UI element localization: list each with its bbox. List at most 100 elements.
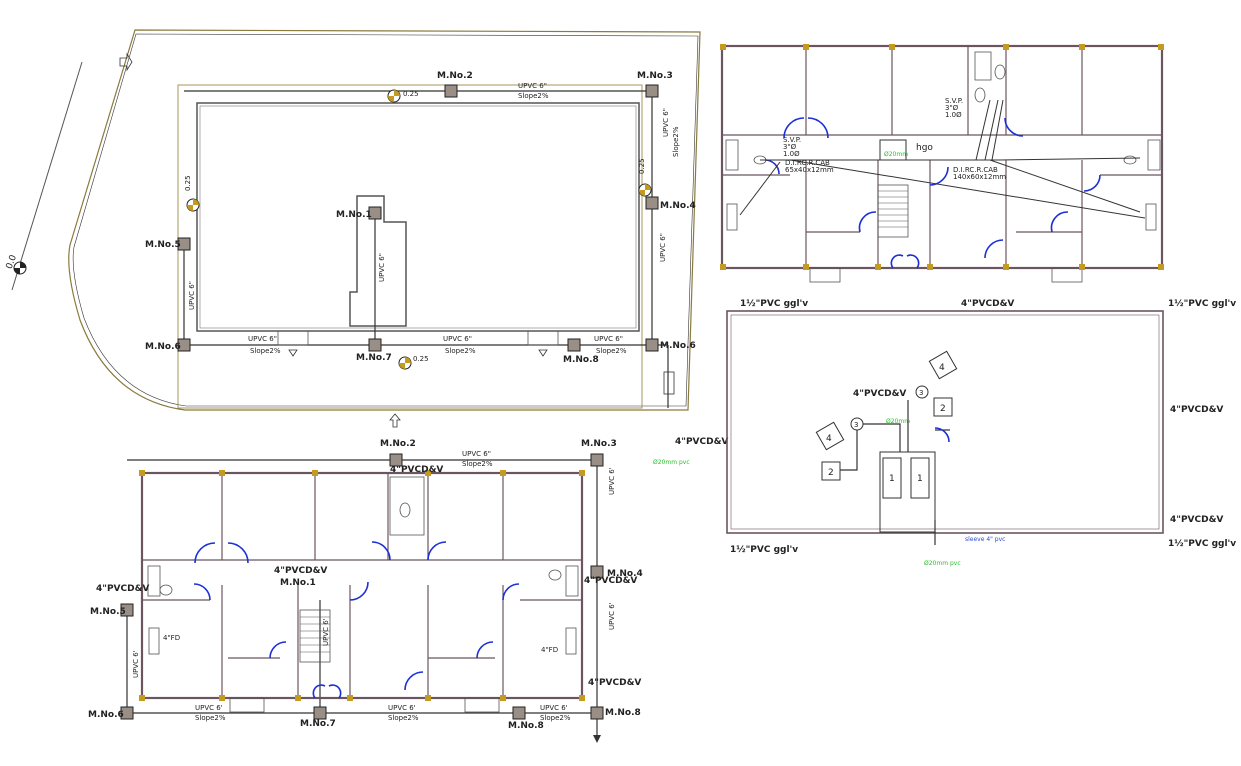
pipe-label: 4"PVCD&V: [1170, 515, 1223, 525]
slope-label: Slope2%: [672, 126, 680, 157]
level-marker-icon: [13, 261, 27, 275]
door-swing: [783, 117, 805, 139]
toilet-icon: [974, 87, 986, 103]
pipe-label: UPVC 6": [594, 335, 623, 343]
door-swing: [858, 211, 877, 233]
pipe-label: UPVC 6': [132, 650, 140, 678]
door-swing: [227, 542, 249, 564]
manhole-label: M.No.4: [660, 201, 696, 211]
door-swing: [427, 541, 447, 561]
pipe-label: 4"PVCD&V: [274, 566, 327, 576]
tank-number: 3: [854, 421, 858, 429]
manhole-icon: [590, 706, 604, 720]
manhole-icon: [512, 706, 526, 720]
pipe-label: 4"PVCD&V: [1170, 405, 1223, 415]
manhole-label: M.No.8: [508, 721, 544, 731]
fixture-label: 65x40x12mm: [785, 166, 834, 174]
roof-outline: [196, 102, 640, 332]
door-swing: [890, 254, 920, 269]
level-label: 0.25: [638, 158, 646, 174]
pump-icon: [915, 385, 929, 399]
manhole-label: M.No.5: [145, 240, 181, 250]
slope-label: Slope2%: [540, 714, 571, 722]
bathtub: [565, 565, 579, 597]
entry-arrow-icon: [288, 349, 298, 357]
toilet-icon: [1123, 155, 1137, 165]
manhole-label: M.No.6: [660, 341, 696, 351]
kitchen-sink: [1145, 203, 1157, 231]
level-label: 0.25: [403, 90, 419, 98]
tank-4: [815, 421, 845, 451]
pipe-label: UPVC 6": [662, 108, 670, 137]
pipe-label: UPVC 6": [248, 335, 277, 343]
fixture-label: 4"FD: [163, 634, 180, 642]
site-plan: 0.0 0.25 0.25 0.25 0.25 M.No.2 M.No.3 M.…: [5, 29, 728, 466]
door-swing: [1004, 117, 1024, 137]
staircase: [877, 184, 909, 238]
pipe-label: UPVC 6": [659, 233, 667, 262]
manhole-label: M.No.7: [300, 719, 336, 729]
manhole-label: M.No.1: [280, 578, 316, 588]
kitchen-sink: [565, 627, 577, 655]
door-swing: [934, 427, 950, 443]
manhole-label: M.No.8: [605, 708, 641, 718]
fixture-label: 4"FD: [541, 646, 558, 654]
manhole-label: M.No.6: [88, 710, 124, 720]
terrace-plan: 1½"PVC ggl'v 1½"PVC ggl'v 1½"PVC ggl'v 1…: [726, 298, 1236, 567]
road-line: [11, 61, 83, 291]
level-label: 0.25: [413, 355, 429, 363]
outer-wall: [140, 471, 584, 700]
tank-number: 2: [828, 468, 834, 478]
manhole-icon: [120, 603, 134, 617]
plot-boundary: [68, 29, 701, 411]
corner-label: 1½"PVC ggl'v: [740, 298, 808, 309]
door-swing: [984, 239, 1004, 259]
manhole-icon: [313, 706, 327, 720]
pipe-label: 4"PVCD&V: [588, 678, 641, 688]
manhole-icon: [444, 84, 458, 98]
fixture-label: S.V.P.: [945, 97, 963, 105]
manhole-icon: [645, 84, 659, 98]
fixture-label: D.I.RC.R.CAB: [953, 166, 998, 174]
fixture-label: 140x60x12mm: [953, 173, 1006, 181]
door-swing: [371, 541, 391, 561]
level-marker-icon: [387, 89, 401, 103]
pipe-label: UPVC 6": [462, 450, 491, 458]
corner-label: 1½"PVC ggl'v: [730, 544, 798, 555]
fixture-label: 1.0Ø: [945, 111, 962, 119]
manhole-label: M.No.5: [90, 607, 126, 617]
slope-label: Slope2%: [445, 347, 476, 355]
pipe-label: 4"PVCD&V: [961, 299, 1014, 309]
manhole-icon: [177, 338, 191, 352]
manhole-icon: [368, 338, 382, 352]
pipe-label: sleeve 4" pvc: [965, 536, 1005, 543]
corner-label: 1½"PVC ggl'v: [1168, 298, 1236, 309]
fixture-label: 3"Ø: [783, 143, 797, 151]
manhole-icon: [645, 196, 659, 210]
door-swing: [404, 671, 424, 691]
entry-arrow-icon: [538, 349, 548, 357]
manhole-label: M.No.3: [581, 439, 617, 449]
kitchen-sink: [148, 627, 160, 655]
pipe-label: Ø20mm pvc: [653, 459, 690, 466]
level-label: 0.0: [5, 253, 19, 270]
fixture-label: D.I.RC.R.CAB: [785, 159, 830, 167]
manhole-label: M.No.3: [637, 71, 673, 81]
manhole-icon: [368, 206, 382, 220]
manhole-label: M.No.2: [437, 71, 473, 81]
toilet-icon: [399, 502, 411, 518]
manhole-icon: [389, 453, 403, 467]
water-tank: [882, 457, 902, 499]
slope-label: Slope2%: [518, 92, 549, 100]
fixture-label: 1.0Ø: [783, 150, 800, 158]
pipe-label: UPVC 6': [608, 602, 616, 630]
door-swing: [502, 583, 520, 601]
door-swing: [269, 641, 287, 659]
tank-number: 3: [919, 389, 923, 397]
tank-number: 1: [917, 474, 923, 484]
manhole-icon: [120, 706, 134, 720]
pipe-label: UPVC 6': [322, 618, 330, 646]
pipe-label: 4"PVCD&V: [584, 576, 637, 586]
entry-arrow-icon: [119, 52, 133, 72]
